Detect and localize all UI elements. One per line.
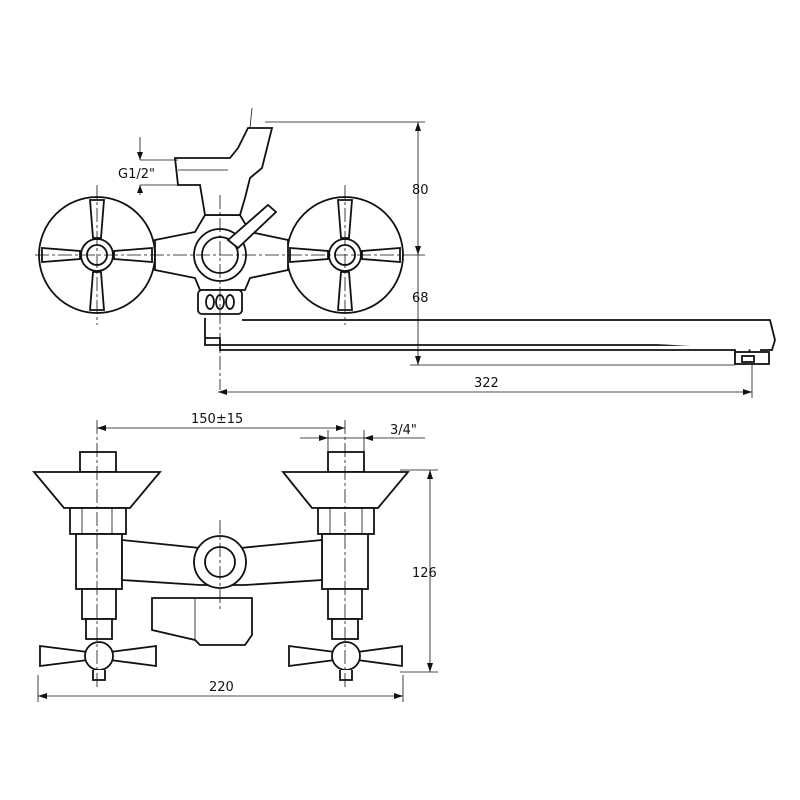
- shower-outlet: [173, 107, 274, 216]
- left-valve-plan: [32, 451, 162, 681]
- label-3-4: 3/4": [390, 423, 417, 438]
- dimension-150: 150±15: [97, 412, 345, 431]
- body-plan: [121, 535, 323, 646]
- spout: [204, 318, 776, 365]
- dimension-68: 68: [410, 255, 735, 366]
- label-150: 150±15: [191, 412, 243, 427]
- dimension-80: 80: [265, 121, 429, 256]
- label-68: 68: [412, 291, 429, 306]
- dimension-220: 220: [37, 675, 404, 702]
- front-view: G1/2" 80 68 322: [35, 107, 776, 398]
- mixer-body: [154, 203, 289, 315]
- label-322: 322: [474, 376, 499, 391]
- dimension-126: 126: [400, 469, 438, 673]
- label-g1-2: G1/2": [118, 167, 155, 182]
- dimension-322: 322: [218, 365, 753, 398]
- label-126: 126: [412, 566, 437, 581]
- dimension-3-4: 3/4": [300, 423, 425, 452]
- label-80: 80: [412, 183, 429, 198]
- label-220: 220: [209, 680, 234, 695]
- dimension-g1-2: G1/2": [118, 137, 178, 195]
- plan-view: 150±15 3/4" 126 220: [32, 412, 438, 702]
